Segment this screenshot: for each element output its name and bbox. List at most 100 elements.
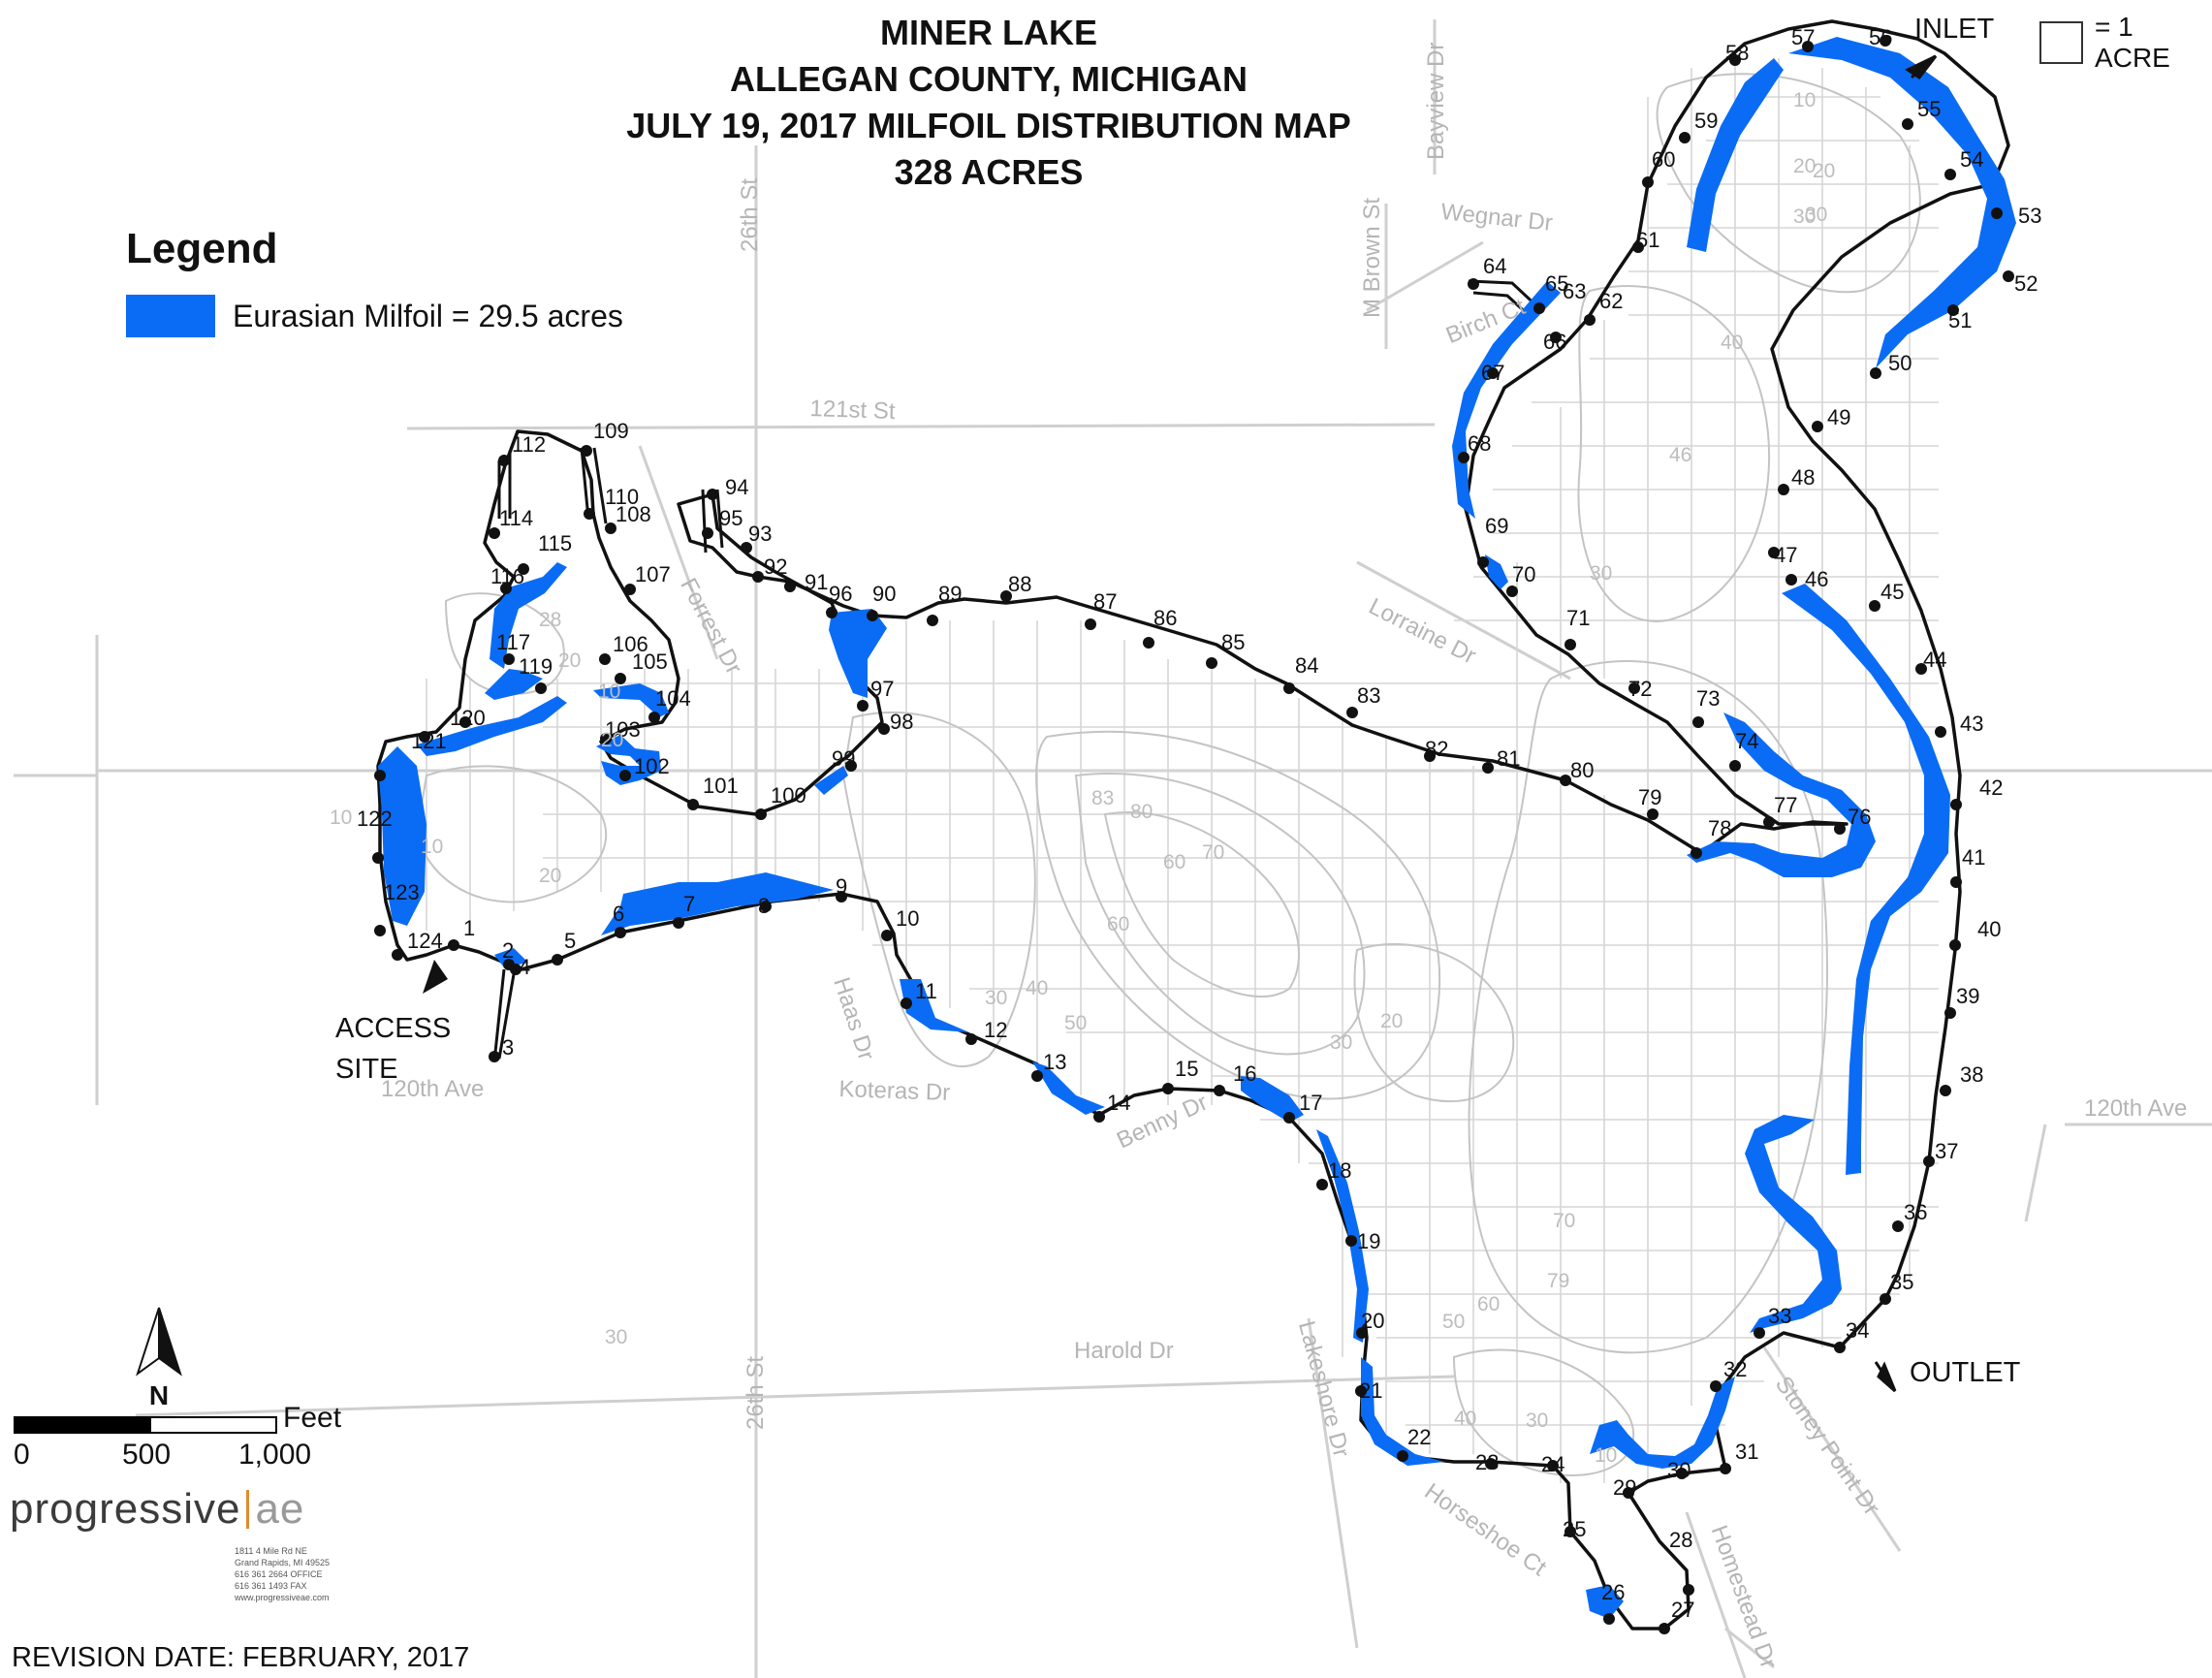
station-label: 45 [1880, 580, 1905, 604]
road-label: 120th Ave [2084, 1095, 2188, 1122]
depth-label: 40 [1454, 1408, 1477, 1430]
station-label: 52 [2014, 271, 2038, 296]
station-label: 68 [1468, 431, 1492, 456]
station-label: 69 [1485, 514, 1509, 538]
station-label: 55 [1917, 97, 1942, 121]
address-line: 616 361 1493 FAX [235, 1581, 307, 1591]
station-label: 3 [502, 1035, 515, 1060]
address-line: 1811 4 Mile Rd NE [235, 1546, 307, 1556]
depth-label: 40 [1721, 332, 1744, 354]
milfoil-beds [378, 37, 2016, 1619]
creek-3 [492, 968, 516, 1062]
title-lake-name: MINER LAKE [880, 13, 1097, 52]
station-label: 38 [1960, 1062, 1984, 1087]
station-label: 6 [613, 902, 625, 926]
road-label: 26th St [743, 1355, 769, 1430]
depth-label: 10 [1595, 1444, 1618, 1467]
depth-label: 30 [1793, 206, 1817, 228]
station-label: 19 [1357, 1229, 1381, 1253]
station-label: 85 [1221, 630, 1246, 654]
station-label: 49 [1827, 405, 1851, 429]
station-label: 57 [1791, 25, 1816, 49]
scale-unit: Feet [283, 1402, 342, 1434]
address-line: Grand Rapids, MI 49525 [235, 1558, 331, 1567]
station-label: 18 [1328, 1158, 1352, 1183]
address-line: 616 361 2664 OFFICE [235, 1569, 323, 1579]
station-label: 7 [683, 892, 696, 916]
title-county: ALLEGAN COUNTY, MICHIGAN [730, 59, 1248, 99]
acre-key: = 1 ACRE [2039, 12, 2212, 74]
depth-label: 60 [1107, 913, 1130, 935]
access-line-2: SITE [335, 1054, 398, 1085]
depth-label: 60 [1163, 851, 1186, 873]
acre-grid [543, 96, 1939, 1426]
depth-label: 10 [1793, 89, 1817, 111]
station-label: 108 [616, 502, 651, 526]
station-label: 89 [938, 582, 963, 606]
station-label: 82 [1425, 737, 1449, 761]
station-dots [372, 35, 2014, 1634]
depth-label: 50 [1064, 1012, 1088, 1034]
station-label: 8 [758, 894, 771, 918]
station-label: 67 [1481, 361, 1505, 385]
depth-label: 80 [1130, 801, 1153, 823]
depth-label: 79 [1547, 1270, 1570, 1292]
acre-key-label: = 1 ACRE [2095, 12, 2170, 73]
depth-label: 20 [601, 729, 624, 751]
station-label: 40 [1977, 917, 2002, 941]
station-label: 96 [829, 582, 853, 606]
station-label: 104 [655, 686, 691, 711]
address-line: www.progressiveae.com [235, 1593, 330, 1602]
station-label: 59 [1694, 109, 1719, 133]
station-label: 21 [1359, 1378, 1383, 1403]
scale-label-0: 0 [14, 1439, 30, 1471]
scale-label-1000: 1,000 [238, 1439, 312, 1471]
station-label: 99 [832, 746, 856, 771]
station-label: 14 [1107, 1091, 1131, 1115]
station-label: 64 [1483, 254, 1507, 278]
logo-address: 1811 4 Mile Rd NE Grand Rapids, MI 49525… [235, 1545, 428, 1603]
station-label: 123 [384, 880, 420, 904]
depth-label: 20 [1380, 1010, 1404, 1032]
station-label: 32 [1723, 1357, 1748, 1381]
depth-label: 10 [598, 681, 621, 703]
station-label: 86 [1153, 606, 1178, 630]
depth-label: 10 [421, 836, 444, 858]
station-label: 1 [463, 916, 476, 940]
station-label: 44 [1923, 648, 1947, 672]
station-label: 34 [1846, 1318, 1870, 1343]
station-label: 12 [984, 1018, 1008, 1042]
depth-label: 10 [330, 807, 353, 829]
depth-label: 70 [1553, 1210, 1576, 1232]
station-label: 22 [1407, 1425, 1432, 1449]
station-label: 87 [1093, 589, 1118, 614]
scale-label-500: 500 [122, 1439, 172, 1471]
company-logo: progressive ae 1811 4 Mile Rd NE Grand R… [10, 1485, 330, 1602]
station-label: 35 [1890, 1270, 1914, 1294]
canal-93 [701, 489, 724, 554]
station-label: 48 [1791, 465, 1816, 490]
station-label: 28 [1669, 1528, 1693, 1552]
access-site-label: ACCESS SITE [335, 1008, 451, 1090]
station-label: 122 [357, 807, 393, 831]
depth-label: 20 [539, 865, 562, 887]
station-label: 115 [538, 531, 573, 555]
station-label: 120 [450, 706, 486, 730]
outlet-arrow [1874, 1361, 1897, 1393]
station-label: 92 [764, 554, 788, 579]
road-label: Koteras Dr [838, 1076, 951, 1106]
station-label: 46 [1805, 567, 1829, 591]
station-label: 51 [1948, 308, 1973, 332]
station-label: 103 [605, 717, 641, 742]
station-label: 2 [502, 938, 515, 963]
depth-label: 50 [1442, 1311, 1466, 1333]
station-label: 88 [1008, 572, 1032, 596]
station-label: 15 [1175, 1057, 1199, 1081]
legend-title: Legend [126, 225, 278, 272]
station-label: 29 [1613, 1475, 1637, 1500]
station-label: 27 [1671, 1598, 1695, 1622]
road-label: M Brown St [1359, 197, 1385, 318]
station-label: 94 [725, 475, 749, 499]
road-label: 120th Ave [381, 1076, 485, 1102]
station-label: 110 [605, 485, 640, 509]
